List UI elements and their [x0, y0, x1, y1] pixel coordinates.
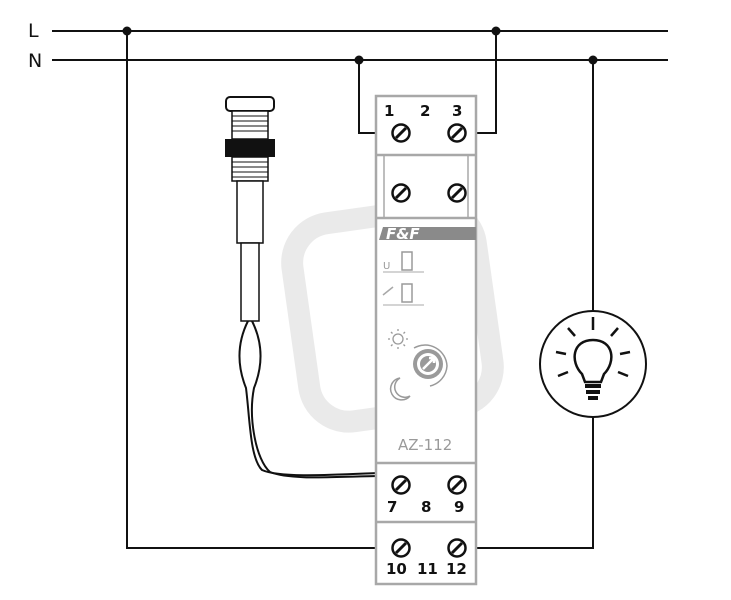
- relay-icon: F&F U: [374, 94, 478, 586]
- screw-12: [447, 538, 467, 558]
- terminal-label-9: 9: [454, 498, 464, 516]
- wire-l-to-terminal-10: [126, 31, 400, 549]
- terminal-label-12: 12: [446, 560, 467, 578]
- terminal-label-3: 3: [452, 102, 462, 120]
- moon-icon: [389, 377, 411, 401]
- screw-7: [391, 475, 411, 495]
- model-label: AZ-112: [398, 436, 452, 454]
- screw-10: [391, 538, 411, 558]
- terminal-label-11: 11: [417, 560, 438, 578]
- terminal-label-1: 1: [384, 102, 394, 120]
- screw-4: [391, 183, 411, 203]
- terminal-label-7: 7: [387, 498, 397, 516]
- terminal-label-8: 8: [421, 498, 431, 516]
- screw-1: [391, 123, 411, 143]
- brand-label: F&F: [386, 225, 420, 243]
- wire-lamp-to-terminal-12: [456, 417, 594, 549]
- led-relay: [401, 283, 413, 303]
- lamp-icon: [539, 310, 647, 418]
- brand-bar: [379, 227, 476, 240]
- screw-9: [447, 475, 467, 495]
- terminal-screws: [391, 123, 467, 558]
- screw-3: [447, 123, 467, 143]
- terminal-label-2: 2: [420, 102, 430, 120]
- adjustment-knob-icon: [413, 344, 448, 387]
- led-u: [401, 251, 413, 271]
- label-n: N: [28, 50, 42, 72]
- label-l: L: [28, 20, 39, 42]
- terminal-label-10: 10: [386, 560, 407, 578]
- photo-sensor-icon: [225, 96, 275, 322]
- sun-icon: [388, 329, 408, 349]
- relay-contact-icon: [382, 286, 394, 296]
- screw-6: [447, 183, 467, 203]
- led-u-label: U: [383, 261, 390, 272]
